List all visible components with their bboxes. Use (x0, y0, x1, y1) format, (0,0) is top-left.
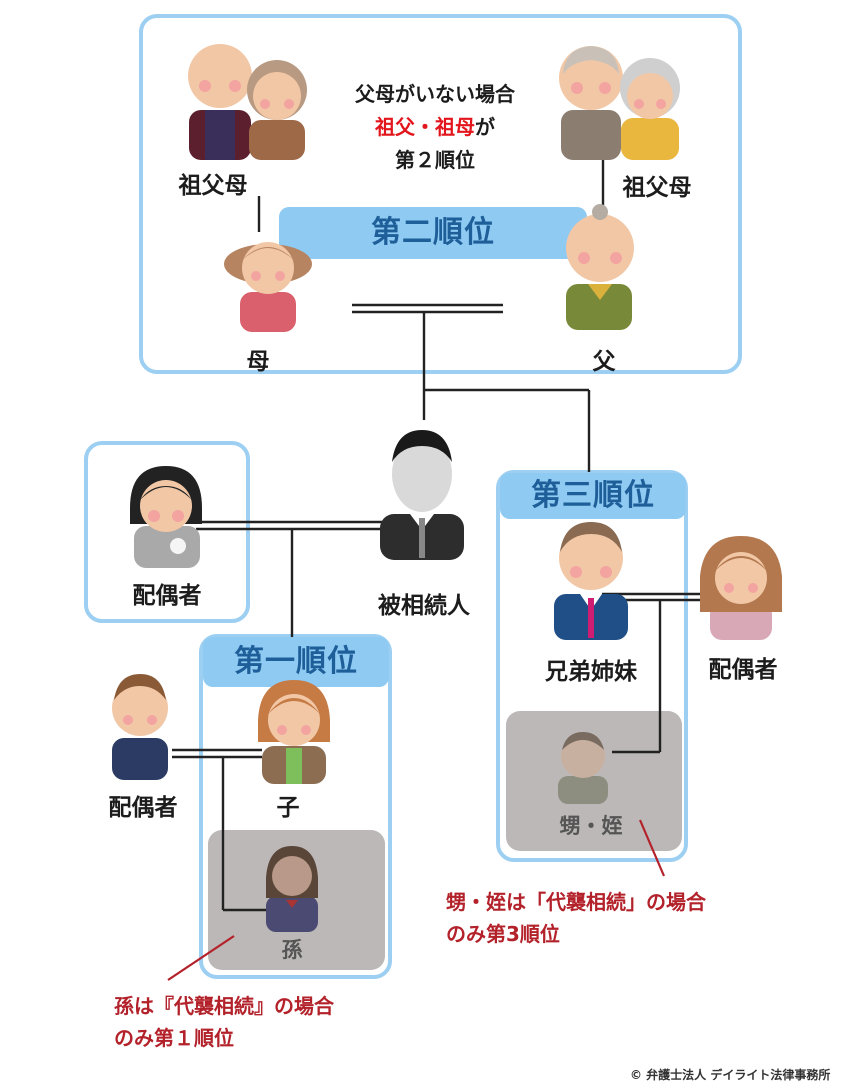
siblings-label: 兄弟姉妹 (545, 659, 637, 685)
siblings-figure (554, 522, 628, 640)
mother-figure (224, 242, 312, 332)
copyright: © 弁護士法人 デイライト法律事務所 (630, 1068, 831, 1082)
nephew-niece-note: 甥・姪は「代襲相続」の場合 のみ第3順位 (446, 886, 706, 950)
center-note: 父母がいない場合 祖父・祖母が 第２順位 (325, 78, 545, 177)
nephew-niece-label: 甥・姪 (559, 814, 623, 838)
spouse-figure (130, 466, 202, 568)
grandparents-right-figure (559, 46, 680, 160)
grandchild-note-line1: 孫は『代襲相続』の場合 (114, 994, 334, 1018)
father-label: 父 (592, 349, 616, 375)
grandchild-figure (266, 846, 318, 932)
nephew-niece-figure (558, 732, 608, 804)
siblings-spouse-label: 配偶者 (708, 657, 778, 683)
center-note-line2: 祖父・祖母が (325, 111, 545, 144)
center-note-line3: 第２順位 (395, 148, 475, 172)
center-note-highlight: 祖父・祖母 (375, 115, 475, 139)
grandchild-note-line2: のみ第１順位 (114, 1026, 234, 1050)
center-note-line1: 父母がいない場合 (355, 82, 515, 106)
nephew-niece-note-line1: 甥・姪は「代襲相続」の場合 (446, 890, 706, 914)
mother-label: 母 (246, 349, 270, 375)
deceased-figure (380, 430, 464, 560)
rank-third-label: 第三順位 (500, 473, 686, 519)
deceased-label: 被相続人 (378, 593, 470, 619)
child-spouse-figure (112, 674, 168, 780)
grandparents-left-label: 祖父母 (178, 173, 248, 199)
child-label: 子 (276, 795, 300, 821)
rank-second-label: 第二順位 (279, 207, 587, 259)
spouse-label: 配偶者 (132, 583, 202, 609)
grandchild-label: 孫 (281, 938, 303, 962)
father-figure (566, 204, 634, 330)
child-spouse-label: 配偶者 (108, 795, 178, 821)
grandparents-left-figure (188, 44, 307, 160)
third-rank-box (496, 470, 688, 862)
second-rank-box (139, 14, 742, 374)
center-note-line2-rest: が (475, 115, 495, 139)
nephew-niece-note-line2: のみ第3順位 (446, 922, 560, 946)
rank-first-label: 第一順位 (203, 637, 389, 687)
grandchild-note: 孫は『代襲相続』の場合 のみ第１順位 (114, 990, 334, 1054)
siblings-spouse-figure (700, 536, 782, 640)
grandparents-right-label: 祖父母 (622, 175, 692, 201)
first-rank-box (199, 634, 392, 979)
child-figure (258, 680, 330, 784)
spouse-box (84, 441, 250, 623)
